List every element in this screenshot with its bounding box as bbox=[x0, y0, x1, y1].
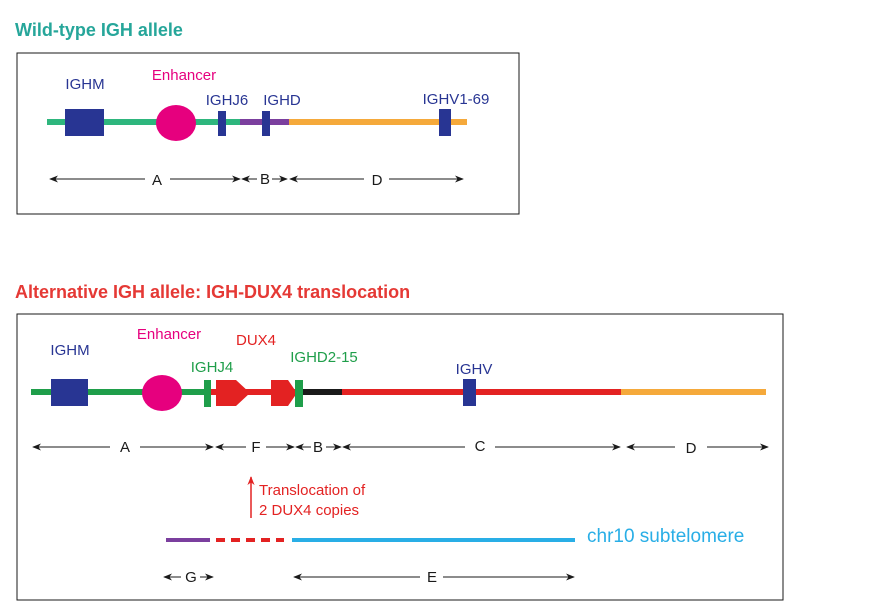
alt-ighm-gene bbox=[51, 379, 88, 406]
wt-ighv-gene bbox=[439, 109, 451, 136]
wildtype-title: Wild-type IGH allele bbox=[15, 20, 183, 40]
wt-region-b-label: B bbox=[260, 171, 270, 188]
alt-ighd-gene bbox=[295, 380, 303, 407]
alt-dux4-copy2 bbox=[271, 380, 297, 406]
wt-ighm-label: IGHM bbox=[65, 76, 104, 93]
alt-region-f-label: F bbox=[251, 439, 260, 456]
alt-ighj4-label: IGHJ4 bbox=[191, 359, 234, 376]
wt-region-d-label: D bbox=[372, 172, 383, 189]
alt-region-a-label: A bbox=[120, 439, 130, 456]
translocation-label-line2: 2 DUX4 copies bbox=[259, 502, 359, 519]
alternative-panel bbox=[16, 313, 784, 601]
wt-ighd-gene bbox=[262, 111, 270, 136]
alt-enhancer-label: Enhancer bbox=[137, 326, 201, 343]
wt-ighd-label: IGHD bbox=[263, 92, 301, 109]
alt-region-c-label: C bbox=[475, 438, 486, 455]
alt-enhancer bbox=[142, 375, 182, 411]
alt-region-b-label: B bbox=[313, 439, 323, 456]
alt-dux4-label: DUX4 bbox=[236, 332, 276, 349]
alt-dux4-copy1 bbox=[216, 380, 250, 406]
wt-ighv-label: IGHV1-69 bbox=[423, 91, 490, 108]
wildtype-panel bbox=[16, 52, 520, 215]
alt-ighv-gene bbox=[463, 379, 476, 406]
wt-enhancer bbox=[156, 105, 196, 141]
alternative-title: Alternative IGH allele: IGH-DUX4 translo… bbox=[15, 282, 411, 302]
alt-ighd-label: IGHD2-15 bbox=[290, 349, 358, 366]
wt-ighj6-gene bbox=[218, 111, 226, 136]
alt-ighm-label: IGHM bbox=[50, 342, 89, 359]
alt-ighv-label: IGHV bbox=[456, 361, 493, 378]
alt-ighj4-gene bbox=[204, 380, 211, 407]
wt-region-a-label: A bbox=[152, 172, 162, 189]
wt-enhancer-label: Enhancer bbox=[152, 67, 216, 84]
translocation-label-line1: Translocation of bbox=[259, 482, 366, 499]
alt-region-d-label: D bbox=[686, 440, 697, 457]
region-g-label: G bbox=[185, 569, 197, 586]
wt-ighm-gene bbox=[65, 109, 104, 136]
wt-ighj6-label: IGHJ6 bbox=[206, 92, 249, 109]
subtelomere-label: chr10 subtelomere bbox=[587, 526, 744, 547]
region-e-label: E bbox=[427, 569, 437, 586]
